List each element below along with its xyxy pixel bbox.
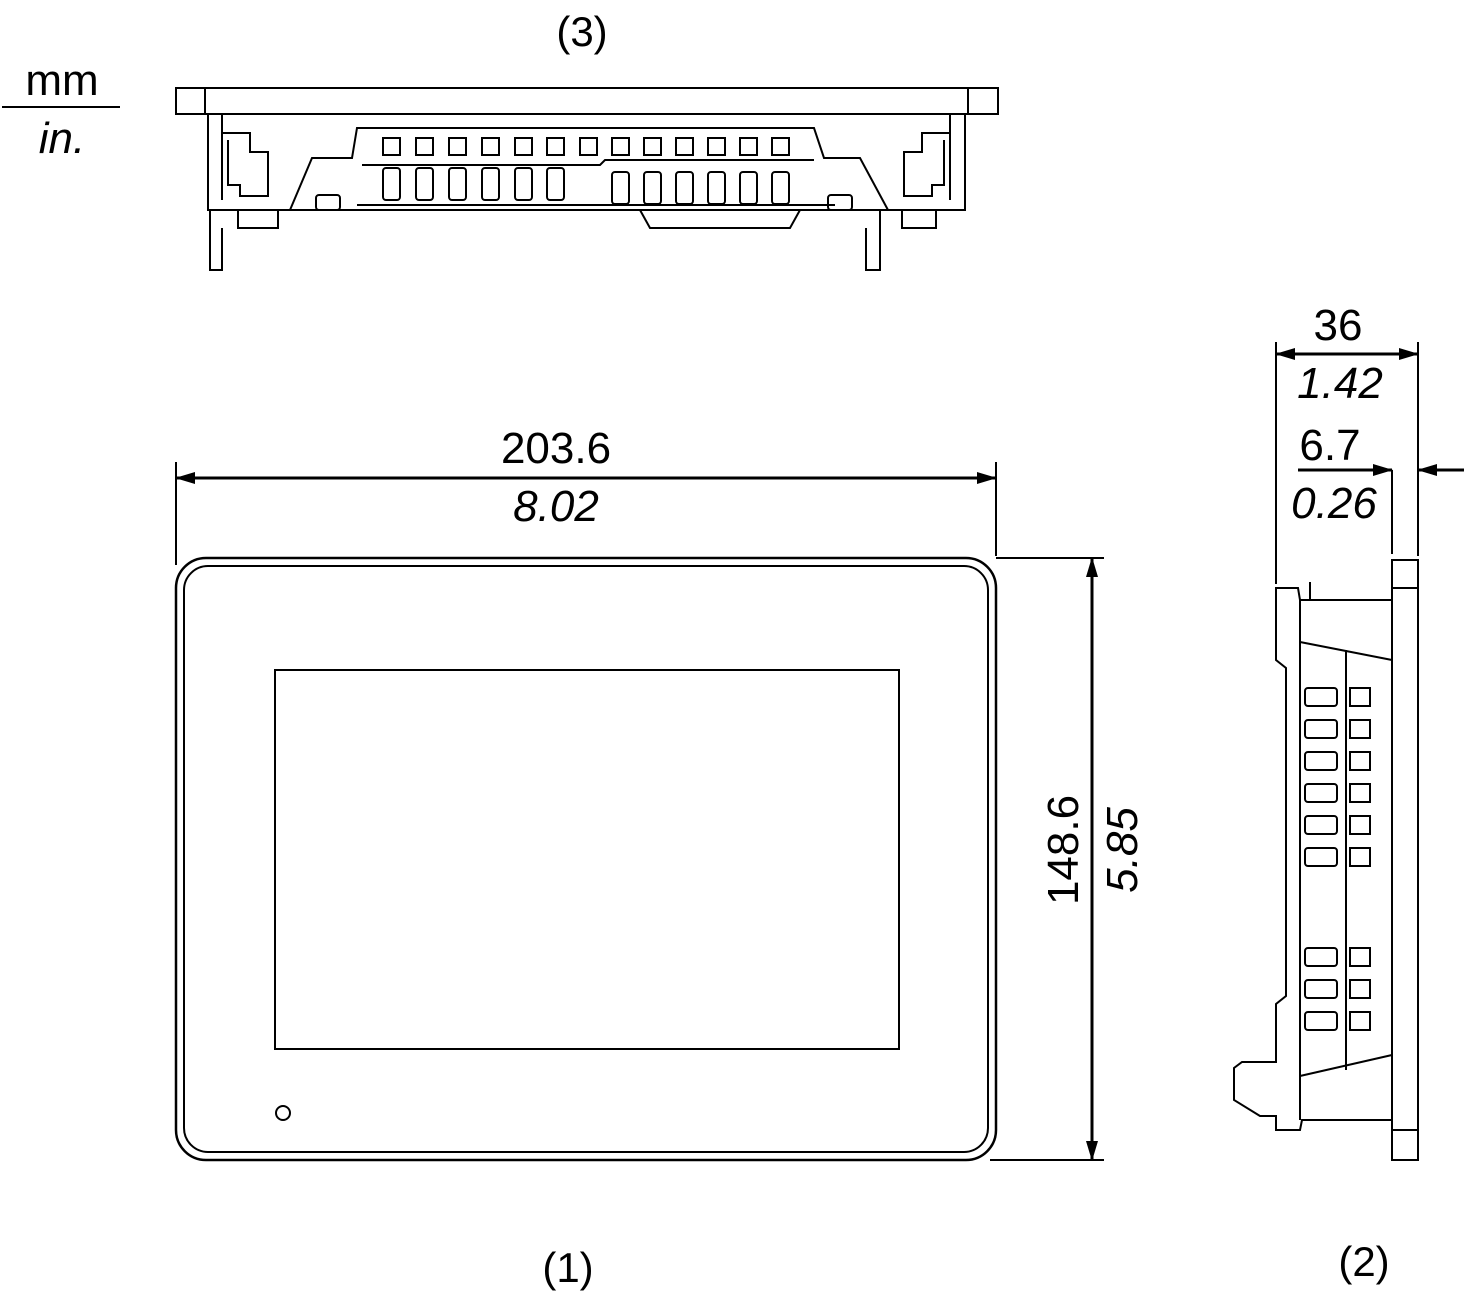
bezel-dimension: 6.7 0.26 — [1291, 421, 1464, 554]
unit-legend: mm in. — [2, 56, 120, 163]
top-vent-row-lower — [382, 167, 790, 205]
front-bezel-inner — [183, 565, 989, 1153]
side-vents-left — [1304, 687, 1338, 1031]
depth-mm-label: 36 — [1314, 301, 1363, 350]
view-label-side: (2) — [1338, 1238, 1389, 1285]
depth-inch-label: 1.42 — [1297, 359, 1383, 408]
side-view — [1233, 559, 1419, 1161]
front-view: (1) — [174, 556, 998, 1291]
height-mm-label: 148.6 — [1039, 795, 1088, 905]
unit-inch: in. — [39, 114, 85, 163]
height-dimension: 148.6 5.85 — [990, 557, 1147, 1161]
side-vents-right — [1349, 687, 1371, 1031]
view-label-front: (1) — [542, 1244, 593, 1291]
bezel-mm-label: 6.7 — [1299, 421, 1360, 470]
depth-dimension: 36 1.42 — [1275, 301, 1419, 584]
bezel-inch-label: 0.26 — [1291, 479, 1377, 528]
height-inch-label: 5.85 — [1098, 807, 1147, 893]
width-inch-label: 8.02 — [513, 482, 599, 531]
top-view: (3) — [175, 8, 999, 271]
unit-mm: mm — [25, 56, 98, 105]
width-dimension: 203.6 8.02 — [175, 424, 997, 565]
status-led-icon — [275, 1105, 291, 1121]
screen-area — [274, 669, 900, 1050]
front-bezel-outer — [174, 556, 998, 1162]
view-label-top: (3) — [556, 8, 607, 55]
top-vent-row-upper — [382, 137, 790, 156]
width-mm-label: 203.6 — [501, 424, 611, 473]
